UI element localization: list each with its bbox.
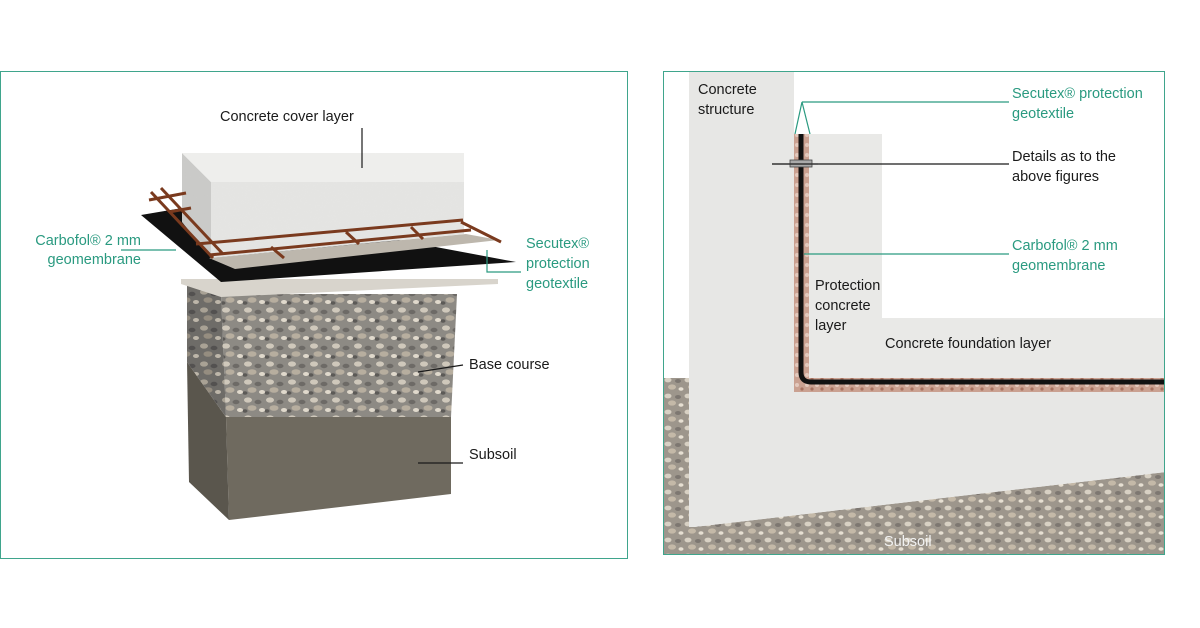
leader-secutex xyxy=(794,101,811,135)
label-subsoil: Subsoil xyxy=(469,447,517,463)
label-protection-line3: layer xyxy=(815,318,847,334)
concrete-structure xyxy=(689,72,1164,527)
label-details-line2: above figures xyxy=(1012,169,1099,185)
label-foundation: Concrete foundation layer xyxy=(885,336,1051,352)
label-secutex-line1: Secutex® protection xyxy=(1012,86,1143,102)
label-carbofol-line2: geomembrane xyxy=(48,252,142,268)
subsoil-gravel xyxy=(664,378,1164,554)
rebar-mesh xyxy=(148,186,502,260)
label-carbofol-line2: geomembrane xyxy=(1012,258,1106,274)
base-course-side xyxy=(187,284,226,417)
geomembrane-line xyxy=(798,134,1164,385)
left-diagram-panel: Concrete cover layer Carbofol® 2 mm geom… xyxy=(0,71,628,559)
block-diagram: Concrete cover layer Carbofol® 2 mm geom… xyxy=(35,109,590,520)
label-secutex-line2: geotextile xyxy=(1012,106,1074,122)
label-concrete-structure-line2: structure xyxy=(698,102,754,118)
secutex-layer xyxy=(209,234,499,269)
cross-section: Concrete structure Secutex® protection g… xyxy=(664,72,1164,554)
subsoil-side xyxy=(187,362,229,520)
label-carbofol-line1: Carbofol® 2 mm xyxy=(1012,238,1118,254)
concrete-foundation-layer xyxy=(809,134,1164,378)
label-secutex-line3: geotextile xyxy=(526,276,588,292)
label-carbofol-line1: Carbofol® 2 mm xyxy=(35,233,141,249)
geotextile-slab xyxy=(181,279,498,297)
leader-secutex xyxy=(486,250,521,273)
label-secutex-line1: Secutex® xyxy=(526,236,589,252)
label-subsoil: Subsoil xyxy=(884,534,932,550)
clamp-detail xyxy=(772,159,818,168)
label-concrete-cover: Concrete cover layer xyxy=(220,109,354,125)
right-section-panel: Concrete structure Secutex® protection g… xyxy=(663,71,1165,555)
leader-base-course xyxy=(417,364,464,373)
subsoil-front xyxy=(226,417,451,520)
label-protection-line1: Protection xyxy=(815,278,880,294)
label-base-course: Base course xyxy=(469,357,550,373)
label-concrete-structure-line1: Concrete xyxy=(698,82,757,98)
label-protection-line2: concrete xyxy=(815,298,871,314)
label-secutex-line2: protection xyxy=(526,256,590,272)
label-details-line1: Details as to the xyxy=(1012,149,1116,165)
base-course-front xyxy=(221,294,457,417)
